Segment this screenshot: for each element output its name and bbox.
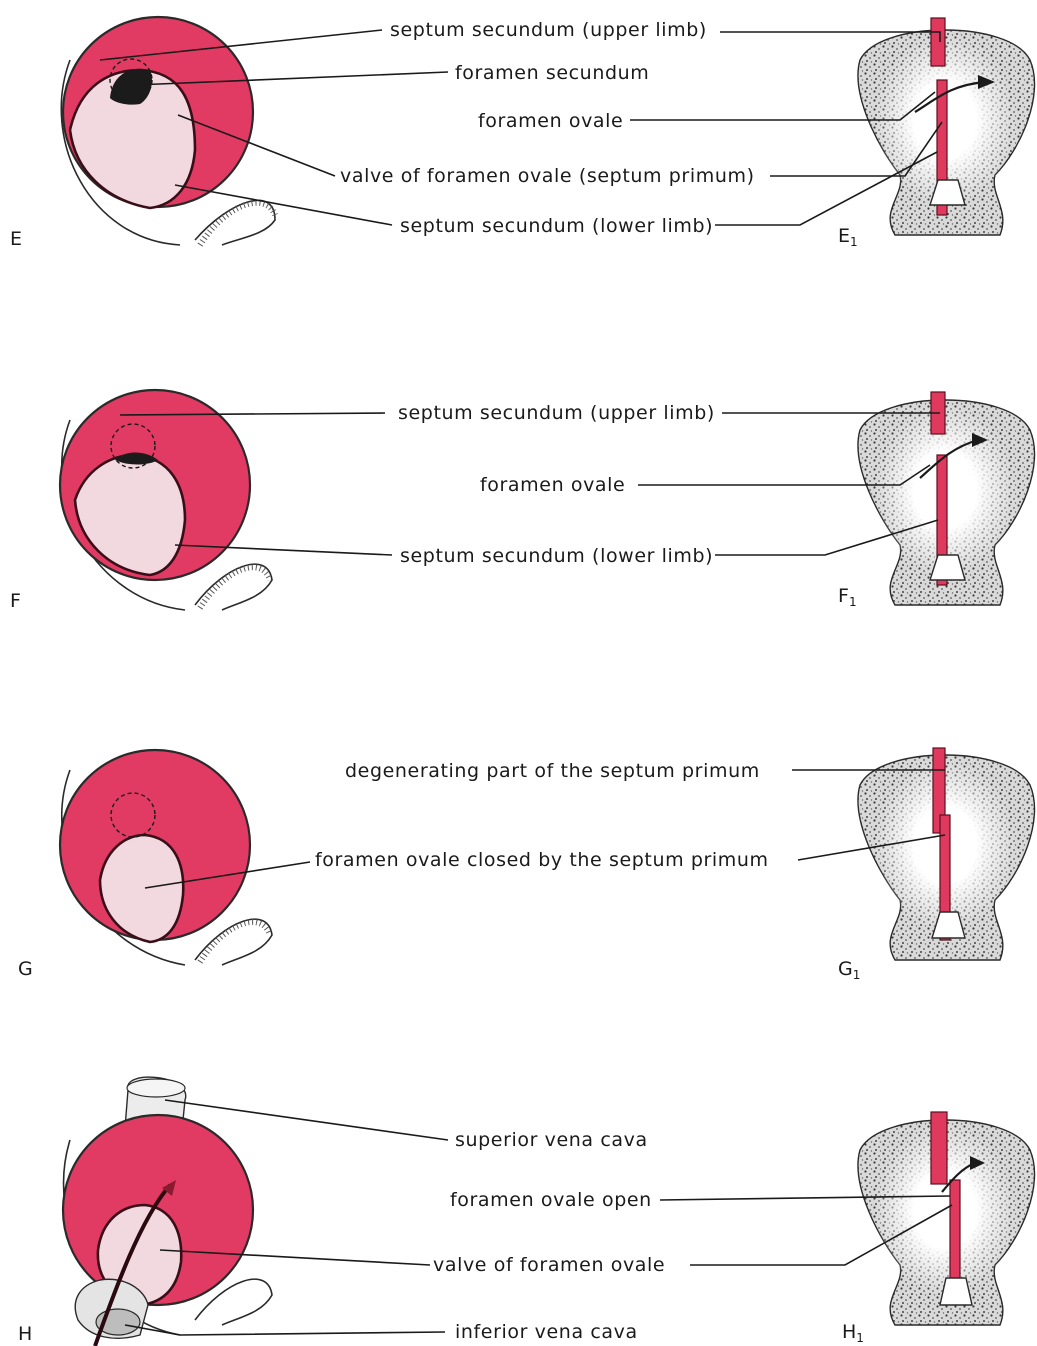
- panel-e1-section: [858, 18, 1035, 235]
- panel-h1-section: [858, 1112, 1035, 1325]
- panel-letter-h: H: [18, 1323, 32, 1345]
- panel-letter-f1: F1: [838, 585, 857, 609]
- label-f-foramen-ovale: foramen ovale: [480, 474, 625, 496]
- panel-e-atrium-view: [61, 17, 275, 245]
- panel-letter-g: G: [18, 958, 33, 980]
- label-e-foramen-secundum: foramen secundum: [455, 62, 649, 84]
- panel-letter-e1: E1: [838, 225, 858, 249]
- panel-letter-e: E: [10, 228, 22, 250]
- label-g-foramen-closed: foramen ovale closed by the septum primu…: [315, 849, 769, 871]
- label-h-foramen-ovale-open: foramen ovale open: [450, 1189, 652, 1211]
- label-e-foramen-ovale: foramen ovale: [478, 110, 623, 132]
- panel-h-atrium-view: [63, 1077, 272, 1346]
- panel-letter-h1: H1: [842, 1321, 864, 1345]
- label-f-septum-secundum-lower: septum secundum (lower limb): [400, 545, 713, 567]
- panel-letter-f: F: [10, 590, 21, 612]
- label-f-septum-secundum-upper: septum secundum (upper limb): [398, 402, 715, 424]
- label-e-septum-secundum-lower: septum secundum (lower limb): [400, 215, 713, 237]
- label-e-septum-secundum-upper: septum secundum (upper limb): [390, 19, 707, 41]
- panel-f-atrium-view: [60, 390, 272, 610]
- panel-g-atrium-view: [60, 750, 272, 965]
- labels: septum secundum (upper limb) foramen sec…: [315, 19, 769, 1343]
- label-h-inferior-vena-cava: inferior vena cava: [455, 1321, 638, 1343]
- panel-letter-g1: G1: [838, 958, 860, 982]
- label-e-valve-foramen-ovale: valve of foramen ovale (septum primum): [340, 165, 755, 187]
- label-g-degenerating: degenerating part of the septum primum: [345, 760, 760, 782]
- panel-g1-section: [858, 748, 1035, 960]
- label-h-valve-foramen-ovale: valve of foramen ovale: [433, 1254, 665, 1276]
- panel-f1-section: [858, 392, 1035, 605]
- label-h-superior-vena-cava: superior vena cava: [455, 1129, 648, 1151]
